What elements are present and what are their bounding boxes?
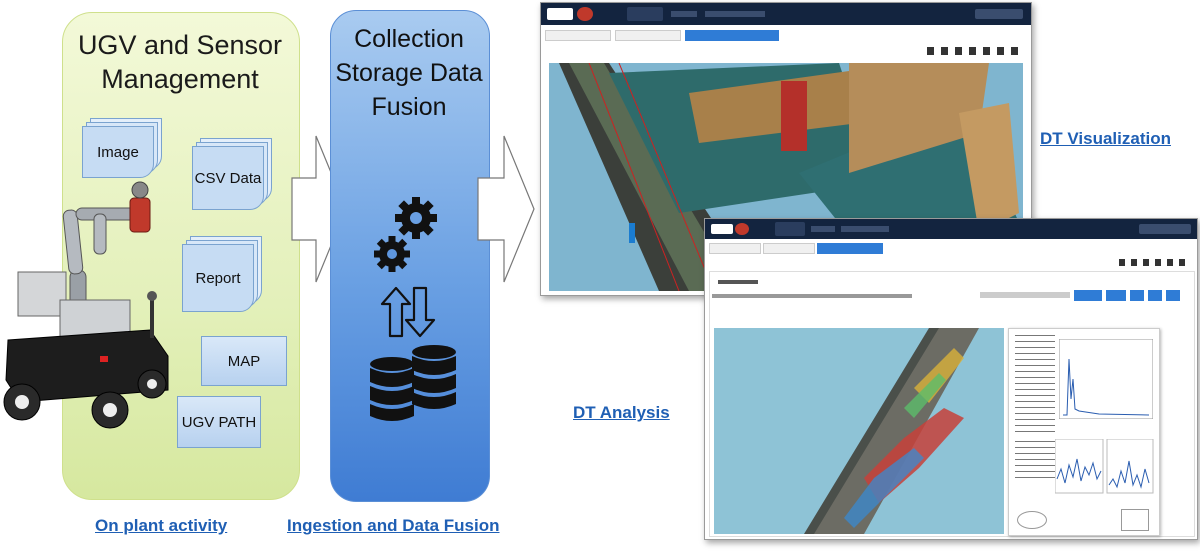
user-menu-2[interactable] bbox=[1139, 224, 1191, 234]
dt-analysis-screenshot bbox=[704, 218, 1198, 540]
gear-icon bbox=[374, 197, 437, 272]
report-time-plots bbox=[1055, 439, 1154, 494]
tab-info[interactable] bbox=[705, 11, 765, 17]
map-box: MAP bbox=[201, 336, 287, 386]
report-document-label: Report bbox=[182, 244, 254, 312]
dt-visualization-caption: DT Visualization bbox=[1040, 129, 1171, 148]
viewer-toolbar[interactable] bbox=[927, 47, 1023, 55]
tab-info-2[interactable] bbox=[841, 226, 889, 232]
subtab-active[interactable] bbox=[685, 30, 779, 41]
partner-logo bbox=[577, 7, 593, 21]
card-description-bar bbox=[712, 294, 912, 298]
ugv-path-box: UGV PATH bbox=[177, 396, 261, 448]
3d-point-cloud-viewer[interactable] bbox=[549, 63, 1023, 291]
report-text-lines bbox=[1015, 335, 1055, 435]
action-button-1[interactable] bbox=[1074, 290, 1102, 301]
report-text-lines-2 bbox=[1015, 441, 1055, 481]
report-preview bbox=[1008, 328, 1160, 536]
subtab-2[interactable] bbox=[615, 30, 681, 41]
tab-home[interactable] bbox=[627, 7, 663, 21]
ugv-robot-image bbox=[3, 181, 169, 429]
subtab-2-b[interactable] bbox=[763, 243, 815, 254]
csv-document-label: CSV Data bbox=[192, 146, 264, 210]
action-button-2[interactable] bbox=[1106, 290, 1126, 301]
chevron-right-arrow-2 bbox=[477, 135, 535, 283]
app-logo-2 bbox=[711, 224, 733, 234]
subtab-1-b[interactable] bbox=[709, 243, 761, 254]
ingestion-caption: Ingestion and Data Fusion bbox=[287, 516, 500, 535]
app-logo bbox=[547, 8, 573, 20]
report-footer-logo-right bbox=[1121, 509, 1149, 531]
dt-analysis-caption: DT Analysis bbox=[573, 403, 670, 422]
partner-logo-2 bbox=[735, 223, 749, 235]
report-spectrum-plot bbox=[1059, 339, 1153, 419]
action-button-4[interactable] bbox=[1148, 290, 1162, 301]
sync-arrows-icon bbox=[380, 286, 436, 338]
image-document-label: Image bbox=[82, 126, 154, 178]
database-icon bbox=[370, 345, 456, 421]
tab-home-2[interactable] bbox=[775, 222, 805, 236]
action-button-3[interactable] bbox=[1130, 290, 1144, 301]
3d-analysis-viewer[interactable] bbox=[714, 328, 1004, 534]
tab-settings-2[interactable] bbox=[811, 226, 835, 232]
app-header-2 bbox=[705, 219, 1197, 239]
subtab-1[interactable] bbox=[545, 30, 611, 41]
on-plant-activity-caption: On plant activity bbox=[95, 516, 228, 535]
tab-settings[interactable] bbox=[671, 11, 697, 17]
csv-document: CSV Data bbox=[192, 138, 272, 210]
report-footer-logo-left bbox=[1017, 511, 1047, 529]
data-fusion-title: Collection Storage Data Fusion bbox=[335, 25, 483, 121]
file-select[interactable] bbox=[980, 292, 1070, 298]
card-title-bar bbox=[718, 280, 758, 284]
image-document: Image bbox=[82, 118, 162, 178]
analysis-card bbox=[709, 271, 1195, 537]
viewer-toolbar-2[interactable] bbox=[1119, 259, 1189, 266]
ugv-panel-title: UGV and Sensor Management bbox=[77, 30, 283, 94]
report-document: Report bbox=[182, 236, 264, 312]
subtab-active-b[interactable] bbox=[817, 243, 883, 254]
dt-visualization-screenshot bbox=[540, 2, 1032, 296]
user-menu[interactable] bbox=[975, 9, 1023, 19]
app-header bbox=[541, 3, 1031, 25]
action-button-5[interactable] bbox=[1166, 290, 1180, 301]
